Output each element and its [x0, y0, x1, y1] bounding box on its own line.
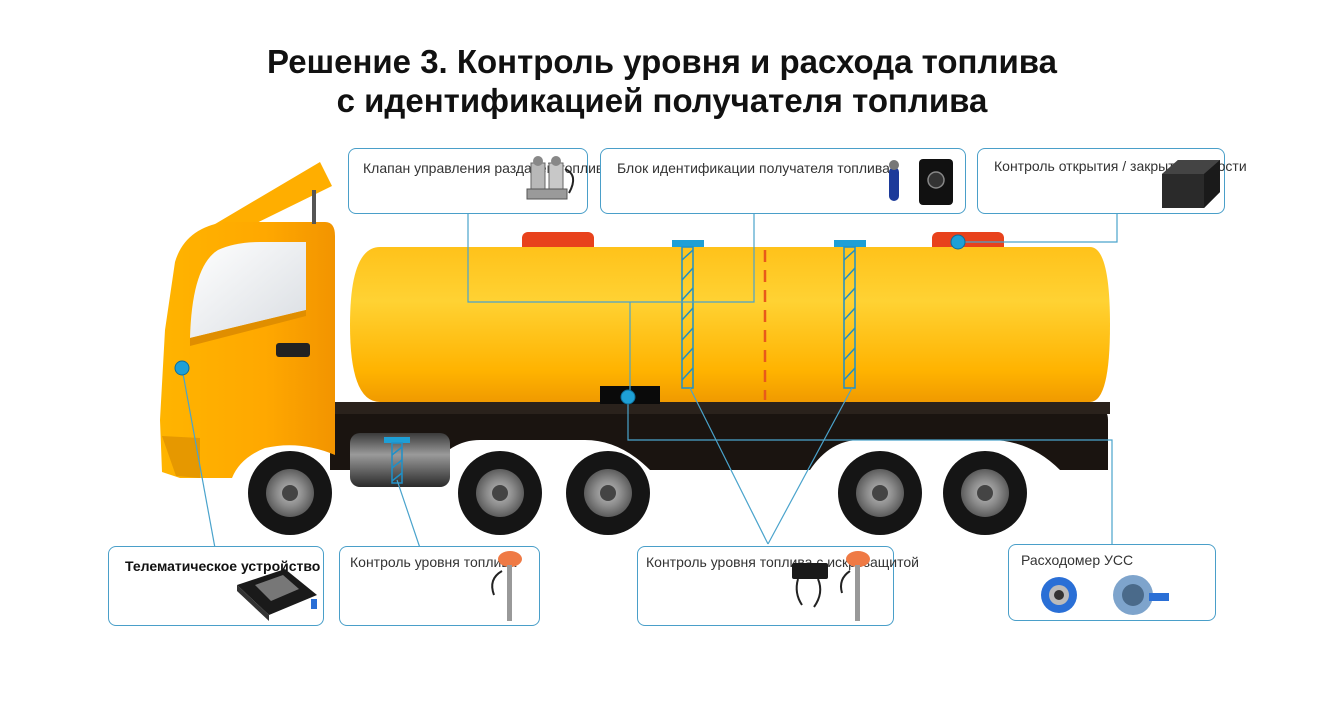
callout-level-sensor-intrinsic: Контроль уровня топлива с искрозащитой	[637, 546, 919, 626]
wheel	[943, 451, 1027, 535]
callout-lid-control: Контроль открытия / закрытия ёмкости	[977, 148, 1247, 214]
wheel	[458, 451, 542, 535]
sensor-dots	[174, 234, 966, 405]
flowmeter-label: Расходомер УСС	[1021, 552, 1134, 568]
fuel-tanker-cistern	[350, 232, 1110, 402]
chassis	[330, 402, 1110, 470]
truck-wheels	[248, 451, 1027, 535]
telematics-device-icon	[237, 569, 317, 621]
connector-lines	[181, 214, 1118, 549]
level-sensor-icon	[491, 551, 522, 621]
callout-level-sensor: Контроль уровня топлива	[339, 546, 540, 626]
callout-flowmeter: Расходомер УСС	[1008, 544, 1216, 621]
callout-telematics: Телематическое устройство	[108, 546, 324, 626]
wheel	[838, 451, 922, 535]
telematics-label: Телематическое устройство	[125, 558, 321, 574]
truck-fuel-tank	[350, 433, 450, 487]
id-reader-icon	[889, 159, 953, 205]
wheel	[248, 451, 332, 535]
lid-sensor-icon	[1162, 160, 1220, 208]
level-probes	[384, 240, 866, 484]
valve-device-icon	[526, 156, 575, 200]
diagram-title-line-1: Решение 3. Контроль уровня и расхода топ…	[267, 43, 1057, 80]
diagram-title-line-2: с идентификацией получателя топлива	[336, 82, 988, 119]
truck-cab	[160, 162, 335, 478]
identification-label: Блок идентификации получателя топлива	[617, 160, 890, 176]
intrinsic-level-sensor-icon	[792, 551, 870, 621]
wheel	[566, 451, 650, 535]
callout-identification: Блок идентификации получателя топлива	[600, 148, 966, 214]
flowmeter-device-icon	[1041, 575, 1169, 615]
callout-valve: Клапан управления раздачей топлива	[348, 148, 611, 214]
level-tank-label: Контроль уровня топлива	[350, 554, 517, 570]
